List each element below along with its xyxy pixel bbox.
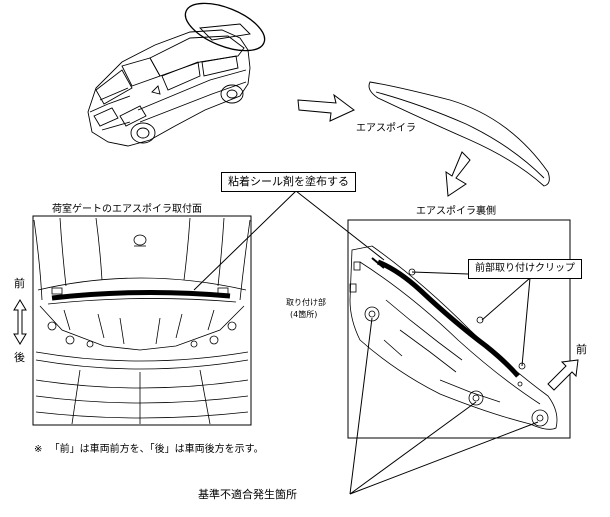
label-spoiler-back-side: エアスポイラ裏側 <box>416 206 496 217</box>
label-apply-sealant: 粘着シール剤を塗布する <box>221 172 356 192</box>
double-arrow-icon <box>13 299 27 345</box>
label-mount-points-line1: 取り付け部 <box>286 298 326 307</box>
label-front-right: 前 <box>576 343 587 356</box>
tailgate-drawing <box>33 217 251 425</box>
footnote: ※ 「前」は車両前方を、「後」は車両後方を示す。 <box>34 444 264 456</box>
hollow-arrow-down <box>445 151 471 197</box>
label-rear: 後 <box>14 351 25 364</box>
spoiler-underside-drawing <box>349 245 558 430</box>
label-air-spoiler: エアスポイラ <box>356 123 416 134</box>
right-arrow-icon <box>547 359 579 391</box>
label-front-clip: 前部取り付けクリップ <box>468 259 582 279</box>
spoiler-illustration <box>368 81 550 187</box>
leader-lines <box>193 190 539 495</box>
footnote-mark: ※ <box>34 444 43 455</box>
car-illustration <box>87 2 266 147</box>
left-panel-frame <box>32 215 252 426</box>
label-tailgate-mount-face: 荷室ゲートのエアスポイラ取付面 <box>52 204 202 215</box>
label-front: 前 <box>14 277 25 290</box>
footnote-text: 「前」は車両前方を、「後」は車両後方を示す。 <box>49 444 264 455</box>
label-mount-points-line2: (4箇所) <box>290 310 318 319</box>
hollow-arrow-right <box>297 93 355 122</box>
label-nonconformance: 基準不適合発生箇所 <box>198 488 297 501</box>
